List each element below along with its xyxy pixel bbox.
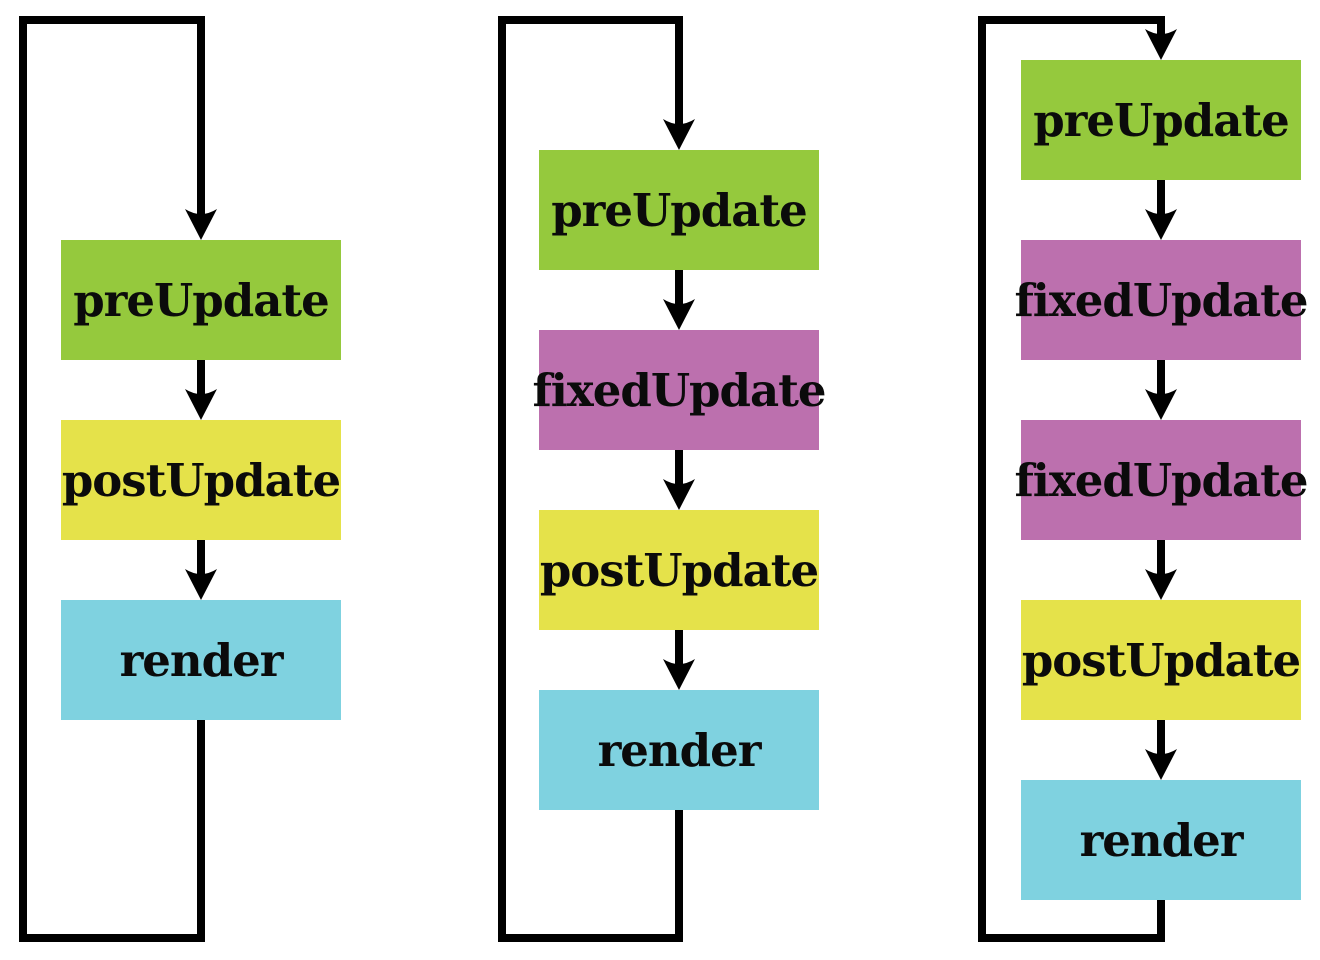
- flow-box-postupdate: postUpdate: [1021, 600, 1301, 720]
- diagram-2-arrowheads: [663, 119, 695, 690]
- flow-box-preupdate: preUpdate: [1021, 60, 1301, 180]
- arrowhead-icon: [185, 389, 217, 420]
- arrowhead-icon: [663, 299, 695, 330]
- loop-feedback-line-3: [978, 16, 1165, 942]
- flow-box-postupdate: postUpdate: [61, 420, 341, 540]
- arrowhead-icon: [1145, 569, 1177, 600]
- flow-box-fixedupdate: fixedUpdate: [532, 330, 827, 450]
- flow-box-render: render: [539, 690, 819, 810]
- arrowhead-icon: [663, 119, 695, 150]
- arrowhead-icon: [1145, 749, 1177, 780]
- arrowhead-icon: [663, 479, 695, 510]
- flow-box-preupdate: preUpdate: [61, 240, 341, 360]
- arrowhead-icon: [1145, 389, 1177, 420]
- arrowhead-icon: [185, 209, 217, 240]
- flow-box-preupdate: preUpdate: [539, 150, 819, 270]
- arrowhead-icon: [185, 569, 217, 600]
- arrowhead-icon: [1145, 29, 1177, 60]
- flow-box-fixedupdate: fixedUpdate: [1014, 240, 1309, 360]
- flow-box-fixedupdate: fixedUpdate: [1014, 420, 1309, 540]
- loop-feedback-line-1: [19, 16, 205, 942]
- arrowhead-icon: [663, 659, 695, 690]
- flow-box-render: render: [61, 600, 341, 720]
- arrowhead-icon: [1145, 209, 1177, 240]
- loop-feedback-line-2: [498, 16, 683, 942]
- flow-box-postupdate: postUpdate: [539, 510, 819, 630]
- diagram-1-arrowheads: [185, 209, 217, 600]
- diagram-3-arrowheads: [1145, 29, 1177, 780]
- flow-box-render: render: [1021, 780, 1301, 900]
